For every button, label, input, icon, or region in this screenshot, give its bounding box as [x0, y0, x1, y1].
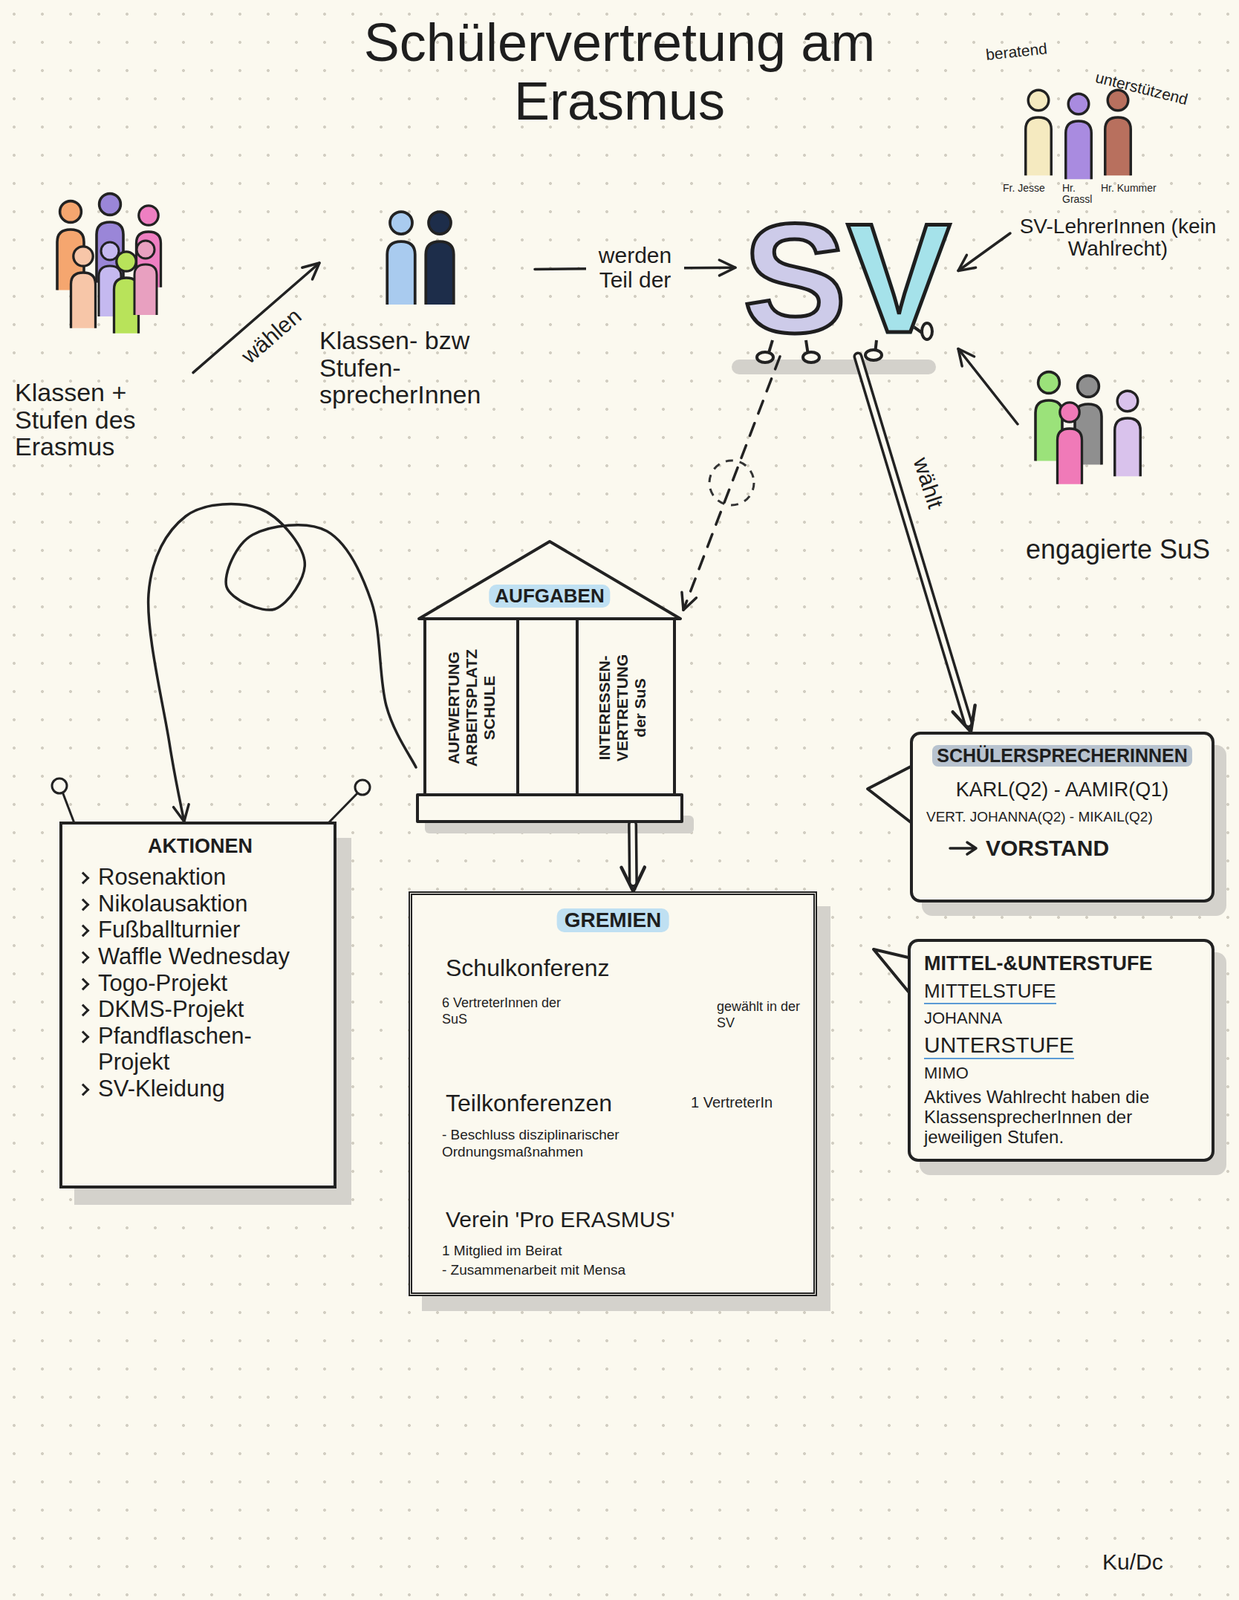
committee-text: - Zusammenarbeit mit Mensa — [441, 1262, 626, 1279]
speech-bubble: SCHÜLERSPRECHERINNEN KARL(Q2) - AAMIR(Q1)… — [909, 731, 1215, 903]
bubble-text: MITTELSTUFE — [924, 979, 1057, 1005]
board-pins — [51, 778, 370, 824]
bubble-text: MIMO — [924, 1063, 1199, 1084]
heading: AUFGABEN — [488, 584, 610, 608]
temple-shape: AUFGABEN AUFWERTUNG ARBEITSPLATZ SCHULE IN… — [415, 538, 684, 825]
heading: MITTEL-&UNTERSTUFE — [924, 952, 1199, 976]
annotation: beratend — [984, 39, 1049, 64]
list-item: Nikolausaktion — [98, 890, 249, 918]
list-row: SV-Kleidung — [78, 1075, 322, 1103]
committee-text: Teilkonferenzen — [445, 1089, 613, 1118]
bullet-chevron — [77, 872, 90, 885]
bullet-chevron — [77, 977, 90, 991]
list-row: Waffle Wednesday — [78, 943, 322, 971]
bullet-chevron — [77, 1004, 90, 1017]
connector — [681, 356, 780, 610]
committee-box: GREMIEN Schulkonferenz 6 VertreterInnen de… — [408, 891, 818, 1297]
annotation: Ku/Dc — [1102, 1549, 1164, 1575]
heading: AKTIONEN — [78, 834, 322, 858]
dashed-scribble — [709, 460, 754, 506]
title: Schülervertretung am Erasmus — [344, 13, 895, 131]
node-label: Klassen + Stufen des Erasmus — [14, 378, 194, 461]
connector — [193, 262, 320, 373]
bubble-text: UNTERSTUFE — [924, 1032, 1075, 1060]
action-board: AKTIONEN RosenaktionNikolausaktionFußball… — [59, 821, 337, 1189]
heading: SCHÜLERSPRECHERINNEN — [932, 745, 1193, 767]
list-item: Rosenaktion — [98, 863, 226, 891]
node-label: Klassen- bzw Stufen- sprecherInnen — [319, 326, 535, 409]
list-row: Rosenaktion — [78, 863, 322, 891]
bubble-text: Aktives Wahlrecht haben die Klassensprec… — [924, 1087, 1199, 1148]
group-node: SV-LehrerInnen (kein Wahlrecht) — [1010, 81, 1226, 260]
bullet-chevron — [77, 1030, 90, 1043]
connector — [958, 233, 1011, 272]
column-label: AUFWERTUNG ARBEITSPLATZ SCHULE — [444, 642, 499, 774]
bubble-text: KARL(Q2) - AAMIR(Q1) — [955, 778, 1170, 802]
list-item: SV-Kleidung — [98, 1075, 226, 1103]
bullet-chevron — [77, 950, 90, 964]
annotation: Hr. Kummer — [1100, 182, 1157, 194]
connector — [857, 356, 976, 732]
list-row: Togo-Projekt — [78, 970, 322, 997]
bubble-text: VORSTAND — [985, 835, 1110, 861]
committee-text: gewählt in der SV — [716, 999, 806, 1032]
bubble-tails — [867, 765, 914, 996]
committee-text: Schulkonferenz — [445, 954, 610, 982]
list-item: Pfandflaschen-Projekt — [98, 1022, 322, 1076]
list-item: DKMS-Projekt — [98, 996, 244, 1023]
bullet-chevron — [77, 924, 90, 938]
bubble-text: VERT. JOHANNA(Q2) - MIKAIL(Q2) — [926, 808, 1199, 826]
group-node: Klassen + Stufen des Erasmus — [14, 185, 194, 461]
group-node: engagierte SuS — [1017, 363, 1219, 565]
arrow-symbol — [948, 840, 980, 857]
list-item: Togo-Projekt — [98, 970, 228, 997]
committee-text: - Beschluss disziplinarischer Ordnungsma… — [441, 1126, 680, 1162]
edge-label: werden Teil der — [586, 241, 685, 294]
edge-label: wählen — [231, 299, 310, 373]
node-label: engagierte SuS — [1017, 535, 1219, 565]
bullet-chevron — [77, 1083, 90, 1097]
annotation: Hr. Grassl — [1062, 182, 1098, 206]
column-label: INTERESSEN- VERTRETUNG der SuS — [595, 642, 650, 774]
arrow-row: VORSTAND — [948, 835, 1199, 861]
node-label: SV-LehrerInnen (kein Wahlrecht) — [1010, 215, 1226, 260]
connector — [621, 824, 645, 892]
committee-text: Verein 'Pro ERASMUS' — [445, 1207, 675, 1233]
committee-text: 1 Mitglied im Beirat — [441, 1242, 563, 1260]
bubble-text: JOHANNA — [924, 1008, 1199, 1029]
list-row: Nikolausaktion — [78, 890, 322, 918]
speech-bubble: MITTEL-&UNTERSTUFE MITTELSTUFE JOHANNA UNTE… — [907, 938, 1215, 1162]
annotation: Fr. Jesse — [1002, 182, 1046, 194]
group-node: SV — [735, 200, 959, 357]
list-row: DKMS-Projekt — [78, 996, 322, 1023]
connector — [958, 349, 1018, 425]
list-item: Waffle Wednesday — [98, 943, 290, 971]
heading: GREMIEN — [557, 908, 670, 933]
committee-text: 1 VertreterIn — [690, 1094, 773, 1112]
bullet-chevron — [77, 898, 90, 911]
list-row: Pfandflaschen-Projekt — [78, 1022, 322, 1076]
sv-letters: SV — [742, 200, 951, 357]
list-item: Fußballturnier — [98, 916, 240, 944]
edge-label: wählt — [906, 449, 952, 516]
list-row: Fußballturnier — [78, 916, 322, 944]
connector — [148, 504, 416, 822]
committee-text: 6 VertreterInnen der SuS — [441, 995, 569, 1028]
group-node: Klassen- bzw Stufen- sprecherInnen — [319, 200, 535, 409]
